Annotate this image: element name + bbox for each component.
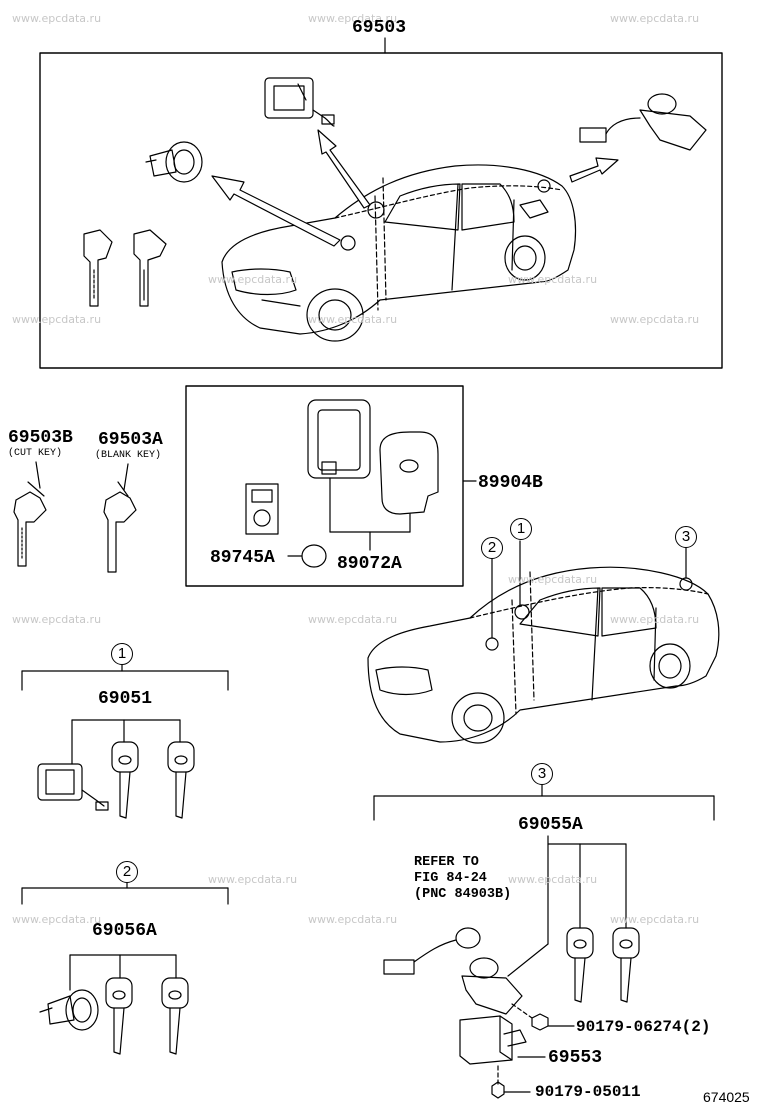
part-label-69503: 69503 xyxy=(352,18,407,38)
arrow-to-trunk-lock xyxy=(569,157,619,183)
key-group-1-a xyxy=(111,741,139,819)
label-leaders xyxy=(35,461,575,1093)
blank-key-69503a xyxy=(103,481,137,573)
callout-2-group: 2 xyxy=(116,861,138,883)
callout-1-group: 1 xyxy=(111,643,133,665)
part-label-89904b: 89904B xyxy=(478,473,543,493)
lock-cover-69553 xyxy=(459,1015,527,1065)
door-lock-cylinder-top xyxy=(145,141,203,183)
nut-90179-05011 xyxy=(491,1065,505,1099)
reference-line-3: (PNC 84903B) xyxy=(414,887,512,902)
key-battery-cell xyxy=(301,544,327,568)
part-label-69056a: 69056A xyxy=(92,921,157,941)
ignition-switch-group-1 xyxy=(37,763,109,811)
arrow-to-cylinder xyxy=(211,175,341,247)
trunk-lock-top xyxy=(579,93,707,151)
car-illustration-bottom xyxy=(367,566,720,744)
part-label-89072a: 89072A xyxy=(337,554,402,574)
key-group-3-b xyxy=(612,927,640,1003)
key-group-2-a xyxy=(105,977,133,1055)
callout-1-car: 1 xyxy=(510,518,532,540)
callout-3-group: 3 xyxy=(531,763,553,785)
group-1-bracket xyxy=(21,663,229,765)
assembly-frame-69503 xyxy=(39,37,723,369)
part-note-blank-key: (BLANK KEY) xyxy=(95,450,162,461)
key-group-3-a xyxy=(566,927,594,1003)
callout-3-car: 3 xyxy=(675,526,697,548)
transmitter-housing xyxy=(379,431,439,515)
nut-90179-06274 xyxy=(531,1013,549,1031)
part-label-90179-05011: 90179-05011 xyxy=(535,1083,641,1101)
cut-key-69503b xyxy=(13,481,47,567)
key-group-1-b xyxy=(167,741,195,819)
part-label-89745a: 89745A xyxy=(210,548,275,568)
door-lock-cylinder-group-2 xyxy=(39,989,99,1031)
arrow-to-ignition xyxy=(317,129,371,209)
reference-line-1: REFER TO xyxy=(414,855,479,870)
callout-2-car: 2 xyxy=(481,537,503,559)
group-3-bracket xyxy=(373,784,715,977)
part-label-69503a: 69503A xyxy=(98,430,163,450)
keys-top xyxy=(83,229,167,307)
part-label-69055a: 69055A xyxy=(518,815,583,835)
key-battery-board xyxy=(245,483,279,535)
callout-leaders-car xyxy=(491,540,687,639)
ignition-switch-top xyxy=(264,77,335,127)
part-label-69553: 69553 xyxy=(548,1048,603,1068)
trunk-lock-connector xyxy=(383,927,481,975)
part-label-69503b: 69503B xyxy=(8,428,73,448)
part-label-69051: 69051 xyxy=(98,689,153,709)
group-2-bracket xyxy=(21,882,229,991)
key-case-frame xyxy=(307,399,371,479)
smart-key-bracket xyxy=(329,477,411,551)
smart-key-frame xyxy=(185,385,477,587)
trunk-lock-assembly xyxy=(461,957,533,1019)
figure-number: 674025 xyxy=(703,1089,750,1105)
part-note-cut-key: (CUT KEY) xyxy=(8,448,63,459)
part-label-90179-06274: 90179-06274(2) xyxy=(576,1018,711,1036)
reference-line-2: FIG 84-24 xyxy=(414,871,487,886)
car-illustration-top xyxy=(221,164,577,342)
key-group-2-b xyxy=(161,977,189,1055)
